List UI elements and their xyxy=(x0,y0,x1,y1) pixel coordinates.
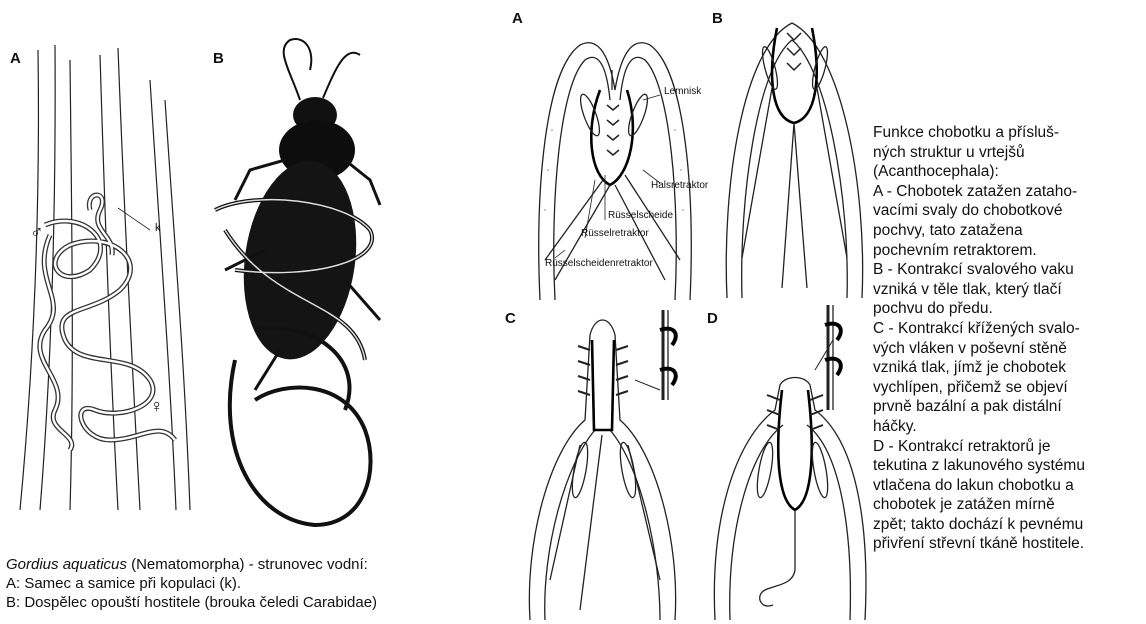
male-symbol: ♂ xyxy=(30,222,44,243)
proboscis-diagram-c xyxy=(510,310,710,620)
label-russelscheidenretraktor: Rüsselscheidenretraktor xyxy=(545,258,653,269)
caption-line-species: Gordius aquaticus (Nematomorpha) - strun… xyxy=(6,555,506,574)
species-name: Gordius aquaticus xyxy=(6,556,127,573)
label-lemnisk: Lemnisk xyxy=(664,86,701,97)
side-line: A - Chobotek zatažen zataho- xyxy=(873,182,1145,202)
beetle-photo-illustration xyxy=(195,30,395,550)
label-halsretraktor: Halsretraktor xyxy=(651,180,708,191)
side-line: tekutina z lakunového systému xyxy=(873,456,1145,476)
proboscis-diagram-b xyxy=(712,8,882,298)
female-symbol: ♀ xyxy=(150,396,164,417)
side-line: prvně bazální a pak distální xyxy=(873,397,1145,417)
side-line: (Acanthocephala): xyxy=(873,162,1145,182)
side-description: Funkce chobotku a přísluš- ných struktur… xyxy=(873,123,1145,554)
side-line: vtlačena do lakun chobotku a xyxy=(873,476,1145,496)
side-line: přivření střevní tkáně hostitele. xyxy=(873,534,1145,554)
side-line: vzniká v těle tlak, který tlačí xyxy=(873,280,1145,300)
caption-line-a: A: Samec a samice při kopulaci (k). xyxy=(6,574,506,593)
side-line: ných struktur u vrtejšů xyxy=(873,143,1145,163)
side-line: háčky. xyxy=(873,417,1145,437)
caption-species-rest: (Nematomorpha) - strunovec vodní: xyxy=(127,556,368,573)
side-line: chobotek je zatážen mírně xyxy=(873,495,1145,515)
side-line: zpět; takto dochází k pevnému xyxy=(873,515,1145,535)
side-line: vzniká tlak, jímž je chobotek xyxy=(873,358,1145,378)
proboscis-diagram-a xyxy=(515,10,715,300)
side-line: pochvy, tato zatažena xyxy=(873,221,1145,241)
proboscis-diagram-d xyxy=(705,300,875,620)
side-line: B - Kontrakcí svalového vaku xyxy=(873,260,1145,280)
left-caption: Gordius aquaticus (Nematomorpha) - strun… xyxy=(6,555,506,612)
side-line: C - Kontrakcí křížených svalo- xyxy=(873,319,1145,339)
caption-line-b: B: Dospělec opouští hostitele (brouka če… xyxy=(6,593,506,612)
k-label: k xyxy=(155,222,161,234)
side-line: vychlípen, přičemž se objeví xyxy=(873,378,1145,398)
side-line: D - Kontrakcí retraktorů je xyxy=(873,437,1145,457)
side-line: pochevním retraktorem. xyxy=(873,241,1145,261)
label-russelscheide: Rüsselscheide xyxy=(608,210,673,221)
worm-mating-illustration xyxy=(0,40,200,560)
side-line: Funkce chobotku a přísluš- xyxy=(873,123,1145,143)
side-line: vacími svaly do chobotkové xyxy=(873,201,1145,221)
side-line: pochvu do předu. xyxy=(873,299,1145,319)
label-russelretraktor: Rüsselretraktor xyxy=(581,228,649,239)
side-line: vých vláken v poševní stěně xyxy=(873,339,1145,359)
